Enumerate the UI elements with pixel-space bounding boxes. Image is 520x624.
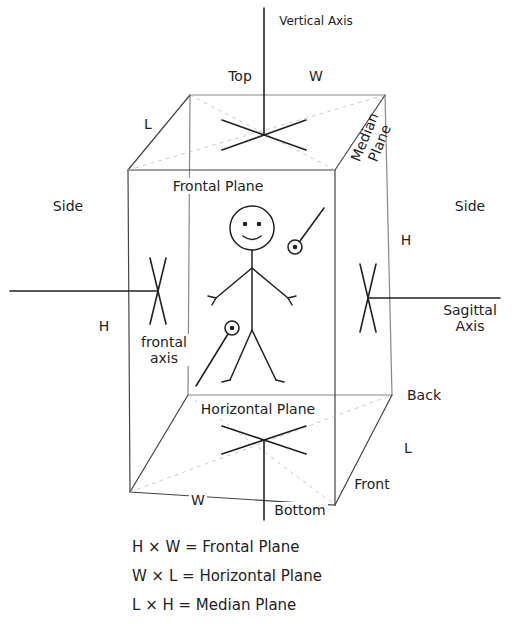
right-cross bbox=[360, 264, 376, 332]
top-cross bbox=[222, 120, 306, 150]
dimension-label: H bbox=[399, 232, 414, 248]
figure-head bbox=[230, 206, 274, 250]
axis-label: frontal axis bbox=[134, 334, 194, 366]
figure-eye bbox=[244, 223, 247, 226]
face-label: Front bbox=[352, 476, 391, 492]
formula-text: W × L = Horizontal Plane bbox=[130, 568, 324, 585]
front-face bbox=[128, 170, 335, 505]
stick-figure bbox=[208, 206, 296, 382]
formula-text: L × H = Median Plane bbox=[130, 597, 298, 614]
figure-legs bbox=[230, 330, 276, 380]
axis-label: Sagittal Axis bbox=[435, 302, 505, 334]
plane-label: Median Plane bbox=[347, 108, 398, 172]
left-cross bbox=[150, 258, 166, 324]
formula-text: H × W = Frontal Plane bbox=[130, 539, 302, 556]
face-label: Top bbox=[226, 68, 254, 84]
plane-label: Horizontal Plane bbox=[199, 401, 317, 417]
median-axis-line bbox=[300, 208, 324, 241]
figure-feet bbox=[222, 380, 284, 382]
axis-point bbox=[225, 321, 239, 335]
sagittal-axis-line bbox=[368, 297, 500, 299]
dimension-label: L bbox=[402, 440, 414, 456]
frontal-axis-line bbox=[196, 334, 228, 386]
dimension-label: W bbox=[189, 492, 207, 508]
face-label: Side bbox=[453, 198, 487, 214]
dimension-label: W bbox=[307, 68, 325, 84]
side-axis-left bbox=[10, 290, 158, 292]
face-label: Bottom bbox=[272, 502, 327, 518]
figure-arms bbox=[216, 268, 288, 298]
axis-dot bbox=[294, 246, 297, 249]
face-label: Back bbox=[405, 387, 443, 403]
dimension-label: L bbox=[142, 116, 154, 132]
figure-smile bbox=[243, 236, 261, 240]
vertical-axis-line bbox=[263, 8, 265, 134]
axis-label: Vertical Axis bbox=[277, 15, 355, 29]
face-label: Side bbox=[51, 198, 85, 214]
figure-eye bbox=[258, 223, 261, 226]
axes bbox=[10, 8, 500, 520]
axis-dot bbox=[231, 327, 234, 330]
bottom-cross bbox=[222, 426, 306, 454]
figure-body bbox=[251, 250, 253, 330]
plane-label: Frontal Plane bbox=[171, 178, 266, 194]
axis-point bbox=[288, 240, 302, 254]
figure-hands bbox=[208, 296, 296, 305]
dimension-label: H bbox=[97, 318, 112, 334]
vertical-axis-line-bottom bbox=[263, 440, 265, 520]
